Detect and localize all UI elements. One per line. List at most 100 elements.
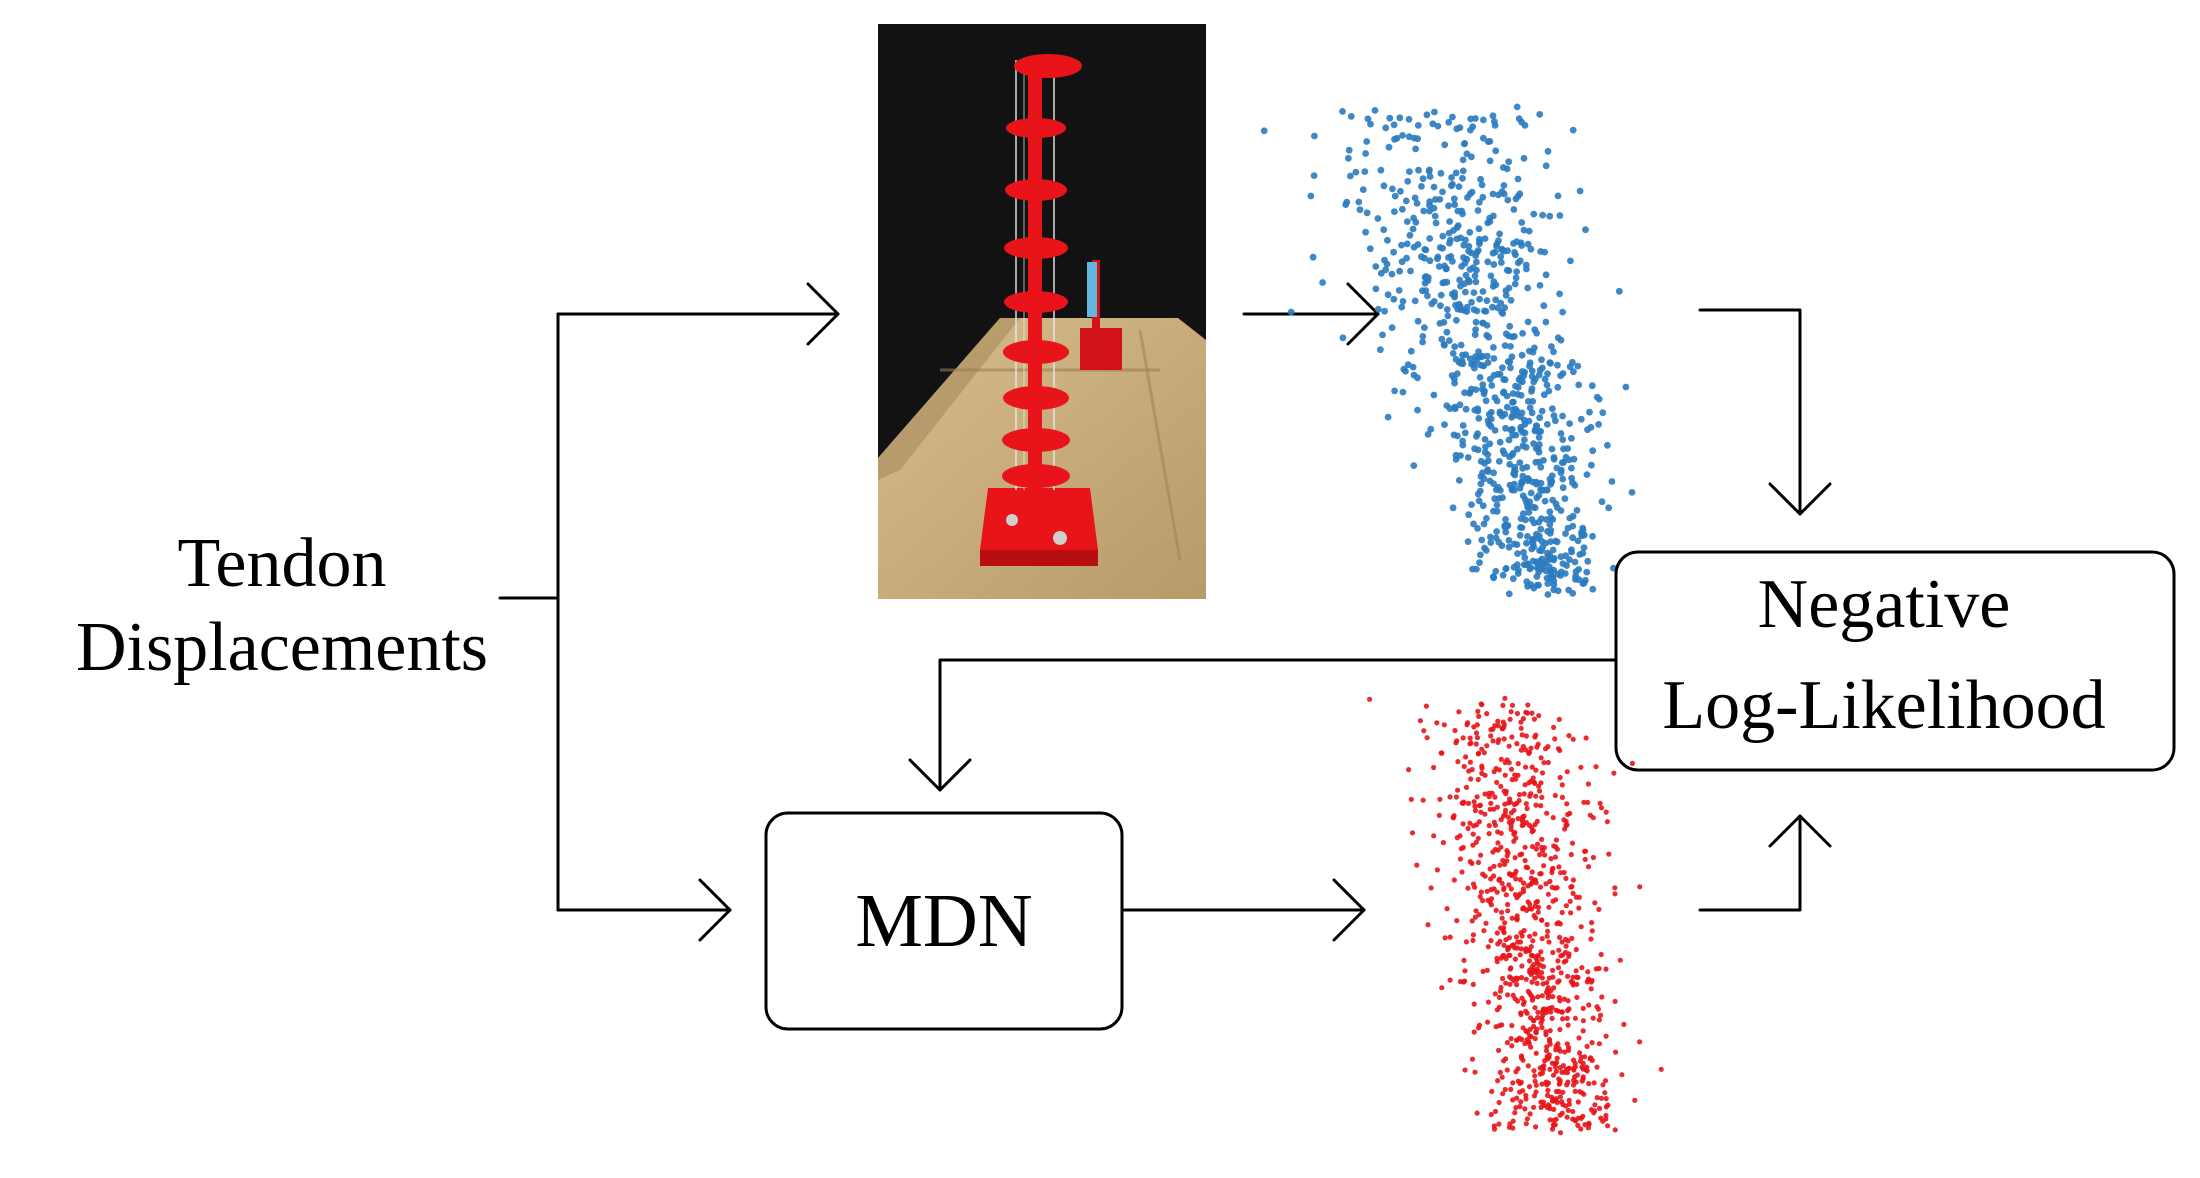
sample-point <box>1483 297 1491 305</box>
sample-point <box>1457 833 1463 839</box>
sample-point <box>1525 899 1531 905</box>
sample-point <box>1477 480 1485 488</box>
sample-point <box>1530 938 1536 944</box>
sample-point <box>1564 1041 1570 1047</box>
sample-point <box>1437 796 1443 802</box>
sample-point <box>1472 884 1478 890</box>
sample-point <box>1463 308 1471 315</box>
sample-point <box>1490 278 1498 285</box>
sample-point <box>1517 524 1524 531</box>
sample-point <box>1564 822 1570 828</box>
sample-point <box>1384 236 1391 244</box>
sample-point <box>1547 526 1555 534</box>
sample-point <box>1474 794 1480 800</box>
sample-point <box>1463 754 1469 760</box>
sample-point <box>1395 287 1403 294</box>
sample-point <box>1521 554 1529 562</box>
sample-point <box>1514 445 1521 453</box>
sample-point <box>1473 266 1480 274</box>
sample-point <box>1414 374 1421 382</box>
sample-point <box>1522 858 1528 864</box>
sample-point <box>1447 977 1453 983</box>
sample-point <box>1537 428 1545 435</box>
sample-point <box>1404 361 1412 369</box>
sample-point <box>1606 851 1612 857</box>
sample-point <box>1622 383 1630 391</box>
sample-point <box>1476 487 1484 495</box>
sample-point <box>1557 430 1565 437</box>
sample-point <box>1446 218 1453 225</box>
sample-point <box>1495 458 1503 465</box>
arrow-to-photo <box>806 282 840 346</box>
sample-point <box>1452 301 1459 309</box>
sample-point <box>1572 1088 1578 1094</box>
sample-point <box>1541 845 1547 851</box>
sample-point <box>1439 244 1446 252</box>
sample-point <box>1577 415 1585 423</box>
sample-point <box>1493 528 1500 535</box>
sample-point <box>1581 1091 1587 1097</box>
sample-point <box>1513 268 1520 275</box>
sample-point <box>1475 235 1483 243</box>
sample-point <box>1565 586 1573 594</box>
sample-point <box>1528 367 1536 375</box>
sample-point <box>1596 1105 1603 1111</box>
sample-point <box>1488 727 1494 733</box>
sample-point <box>1482 547 1490 554</box>
sample-point <box>1470 981 1476 988</box>
sample-point <box>1495 723 1501 729</box>
sample-point <box>1530 828 1536 834</box>
sample-point <box>1528 373 1536 380</box>
sample-point <box>1514 550 1521 557</box>
sample-point <box>1501 942 1507 948</box>
sample-point <box>1475 708 1481 715</box>
sample-point <box>1550 556 1557 564</box>
sample-point <box>1527 933 1533 939</box>
sample-point <box>1507 952 1513 959</box>
sample-point <box>1570 736 1576 742</box>
sample-point <box>1628 489 1636 496</box>
sample-point <box>1508 1086 1514 1092</box>
sample-point <box>1466 228 1474 236</box>
sample-point <box>1564 1114 1570 1120</box>
sample-point <box>1496 994 1502 1001</box>
sample-point <box>1593 393 1601 401</box>
sample-point <box>1465 800 1472 807</box>
sample-point <box>1510 206 1518 213</box>
sample-point <box>1619 1072 1625 1078</box>
sample-point <box>1510 1080 1516 1086</box>
sample-point <box>1546 212 1554 220</box>
sample-point <box>1515 975 1521 981</box>
sample-point <box>1570 980 1576 986</box>
sample-point <box>1578 1126 1584 1132</box>
sample-point <box>1500 726 1506 732</box>
sample-point <box>1613 1049 1619 1055</box>
sample-point <box>1547 1028 1553 1034</box>
sample-point <box>1603 1096 1609 1102</box>
sample-point <box>1539 211 1546 219</box>
sample-point <box>1528 545 1536 553</box>
sample-point <box>1513 868 1519 874</box>
sample-point <box>1398 303 1406 311</box>
sample-point <box>1497 1069 1503 1075</box>
sample-point <box>1507 426 1514 434</box>
sample-point <box>1491 873 1497 879</box>
sample-point <box>1573 946 1579 953</box>
sample-point <box>1404 178 1412 185</box>
sample-point <box>1492 991 1498 997</box>
sample-point <box>1499 447 1507 455</box>
sample-point <box>1565 1107 1571 1113</box>
sample-point <box>1566 1097 1572 1103</box>
sample-point <box>1566 1065 1572 1071</box>
sample-point <box>1570 1082 1577 1088</box>
sample-point <box>1589 920 1595 926</box>
sample-point <box>1555 965 1562 971</box>
sample-point <box>1507 716 1513 722</box>
sample-point <box>1423 703 1429 709</box>
sample-point <box>1637 884 1643 890</box>
sample-point <box>1543 1048 1550 1054</box>
sample-point <box>1473 433 1480 440</box>
sample-point <box>1501 885 1507 891</box>
sample-point <box>1465 885 1471 891</box>
sample-point <box>1518 1099 1524 1105</box>
